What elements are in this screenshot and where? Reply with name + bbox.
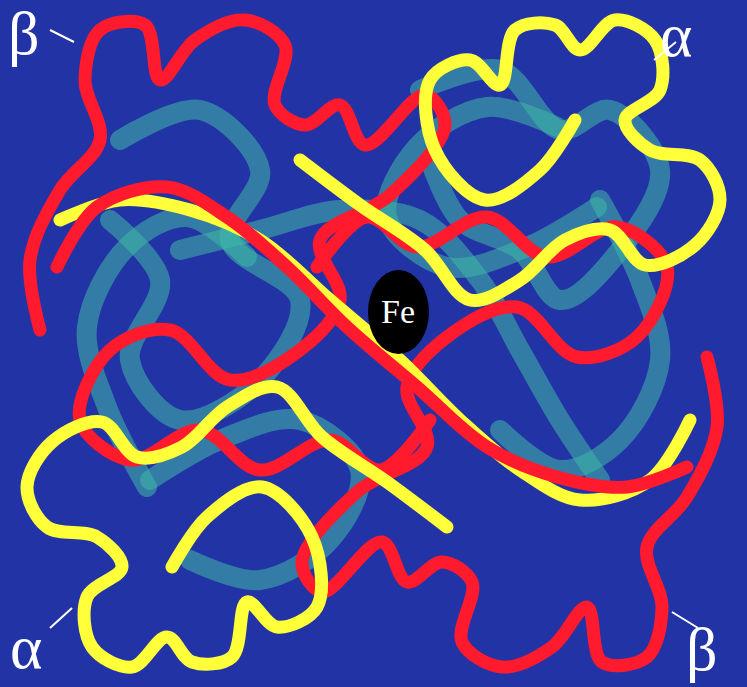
chain-ribbon <box>27 386 447 667</box>
chain-ribbon <box>57 187 687 488</box>
chain-label: α <box>660 4 692 66</box>
leader-lines <box>50 30 698 628</box>
chain-label: β <box>686 618 718 680</box>
chain-label: α <box>10 616 42 678</box>
chain-ribbon <box>300 20 720 301</box>
leader-line <box>50 608 72 628</box>
chain-ribbons <box>27 20 720 667</box>
iron-ellipse-shape <box>368 270 429 354</box>
element-symbol: Fe <box>381 295 415 329</box>
chain-label: β <box>8 2 40 64</box>
iron-atom: Fe <box>367 269 430 355</box>
leader-line <box>50 30 74 42</box>
